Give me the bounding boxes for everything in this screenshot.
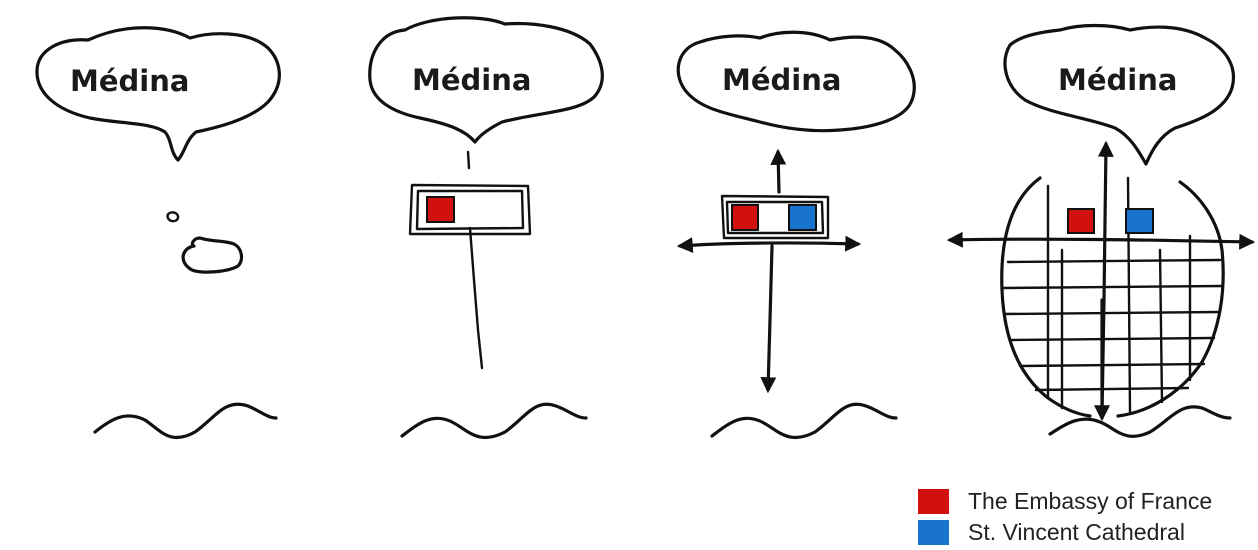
- sea-wave: [710, 402, 898, 440]
- panel-2: Médina: [368, 16, 604, 440]
- medina-cloud-3: [676, 30, 916, 133]
- north-arrow: [770, 148, 787, 194]
- east-west-axis: [676, 235, 862, 254]
- sea-wave: [1048, 405, 1232, 438]
- cathedral-swatch: [918, 520, 949, 545]
- medina-cloud-2: [368, 16, 604, 144]
- sea-wave: [400, 402, 588, 440]
- panel-1: Médina: [35, 26, 281, 439]
- city-grid-columns: [1046, 176, 1192, 414]
- site-box-inner: [415, 189, 525, 231]
- small-dot-sketch: [166, 211, 180, 223]
- embassy-marker: [1067, 208, 1095, 234]
- legend: The Embassy of France St. Vincent Cathed…: [918, 486, 1248, 548]
- road-line-vertical: [466, 150, 484, 370]
- site-box-inner: [725, 200, 825, 235]
- medina-label: Médina: [722, 63, 841, 97]
- small-blob-sketch: [181, 236, 244, 274]
- panel-3: Médina: [676, 30, 916, 440]
- embassy-swatch: [918, 489, 949, 514]
- legend-item-cathedral: St. Vincent Cathedral: [918, 517, 1248, 548]
- sea-wave: [93, 402, 278, 439]
- medina-label: Médina: [412, 63, 531, 97]
- medina-cloud-4: [1003, 23, 1235, 166]
- south-axis: [760, 244, 777, 394]
- legend-label-cathedral: St. Vincent Cathedral: [968, 519, 1185, 545]
- medina-label: Médina: [70, 64, 189, 98]
- embassy-marker: [731, 204, 759, 231]
- legend-item-embassy: The Embassy of France: [918, 486, 1248, 517]
- city-grid-rows: [1000, 258, 1224, 392]
- panel-4: Médina: [946, 23, 1256, 438]
- cathedral-marker: [788, 204, 817, 231]
- site-box-outer: [408, 183, 532, 236]
- embassy-marker: [426, 196, 455, 223]
- legend-label-embassy: The Embassy of France: [968, 488, 1213, 514]
- east-west-axis: [946, 231, 1256, 250]
- medina-cloud-1: [35, 26, 281, 162]
- cathedral-marker: [1125, 208, 1154, 234]
- medina-label: Médina: [1058, 63, 1177, 97]
